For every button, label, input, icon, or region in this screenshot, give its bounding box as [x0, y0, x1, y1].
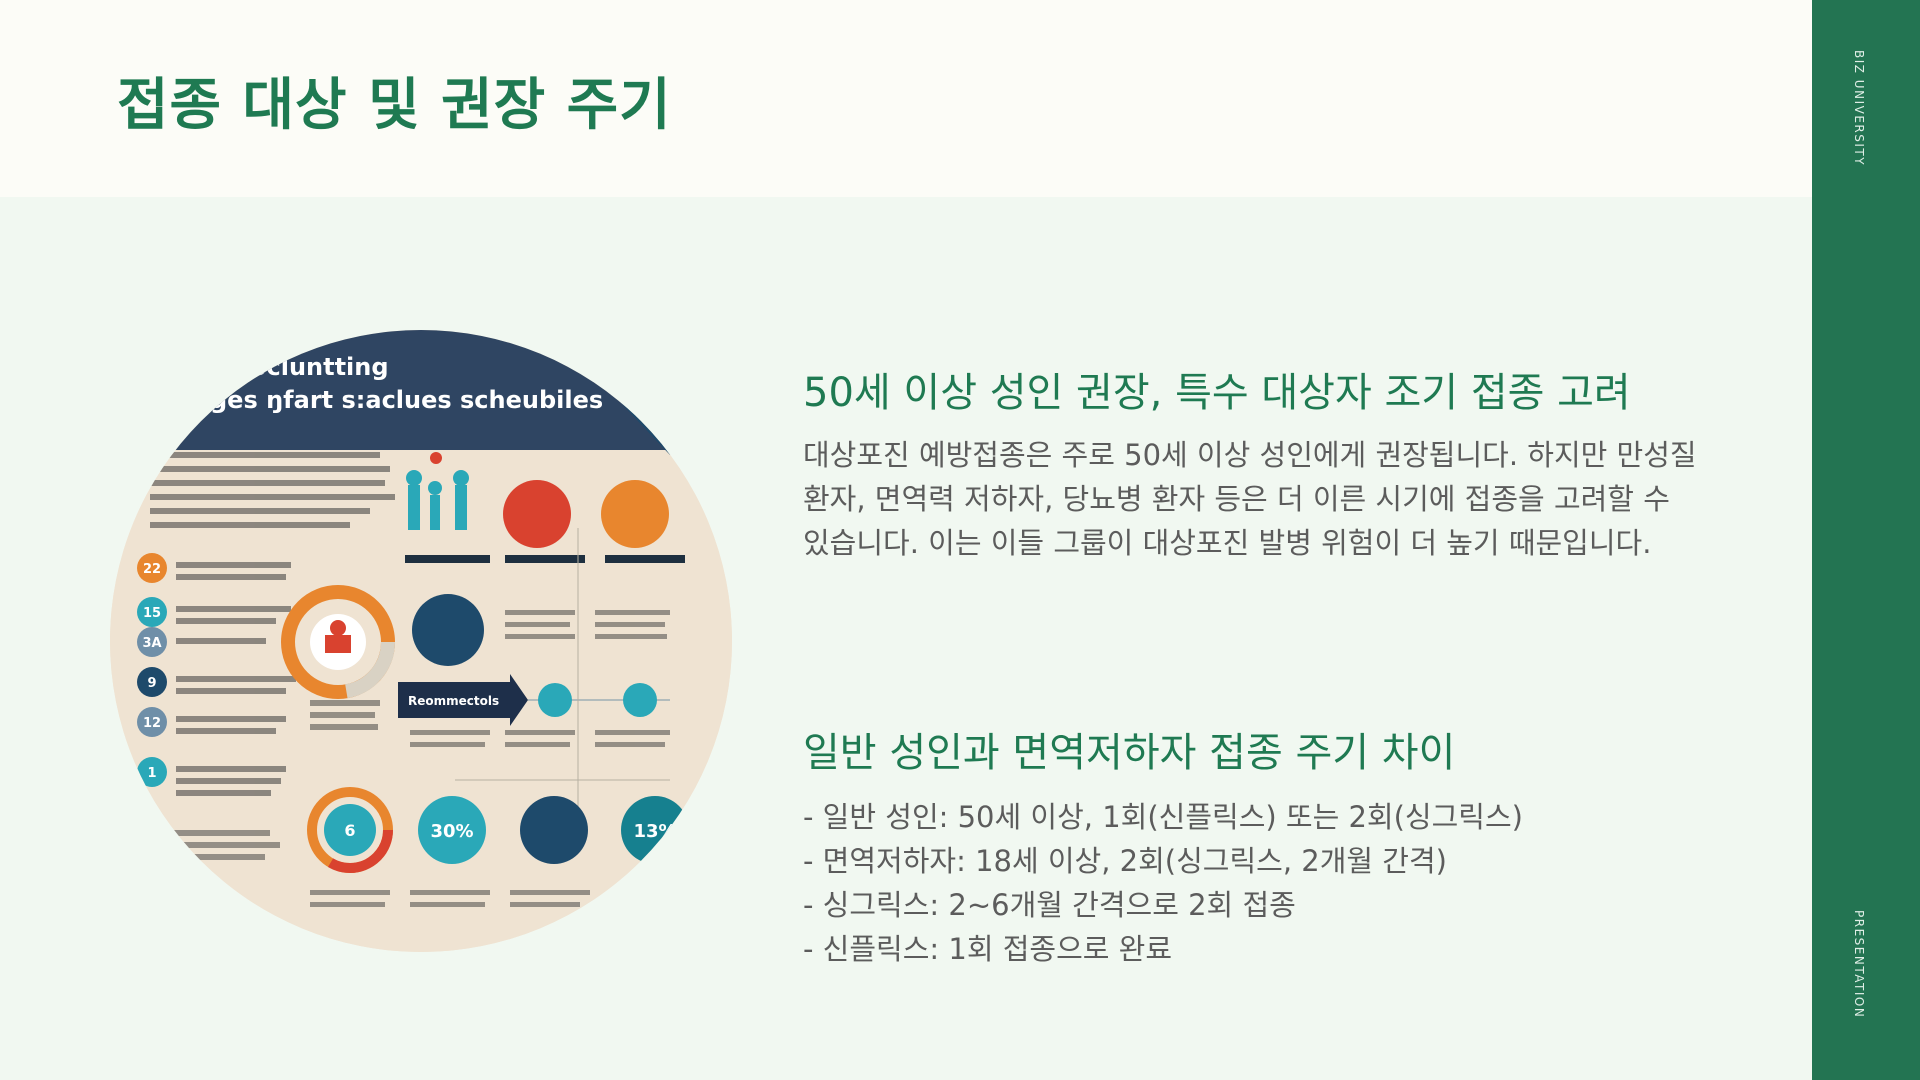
image-title-line1: ocluntting	[250, 353, 389, 381]
page-title: 접종 대상 및 권장 주기	[117, 73, 672, 138]
side-label-bottom: PRESENTATION	[1852, 910, 1866, 1019]
side-label-top: BIZ UNIVERSITY	[1852, 50, 1866, 167]
stat-6: 1	[147, 766, 156, 781]
stat-1: 22	[143, 562, 161, 577]
stat-5: 12	[143, 716, 161, 731]
stat-7: 6	[344, 821, 355, 840]
stat-4: 9	[147, 676, 156, 691]
stat-8: 30%	[430, 821, 473, 842]
list-item: - 싱그릭스: 2~6개월 간격으로 2회 접종	[803, 888, 1296, 922]
list-item: - 면역저하자: 18세 이상, 2회(싱그릭스, 2개월 간격)	[803, 844, 1447, 878]
infographic-image: ocluntting ges ŋfart s:aclues scheubiles…	[110, 330, 732, 952]
section2-title: 일반 성인과 면역저하자 접종 주기 차이	[803, 730, 1456, 776]
section1-title: 50세 이상 성인 권장, 특수 대상자 조기 접종 고려	[803, 370, 1631, 416]
image-title-line2: ges ŋfart s:aclues scheubiles	[210, 386, 603, 414]
stat-3: 3A	[142, 636, 161, 651]
section1-body: 대상포진 예방접종은 주로 50세 이상 성인에게 권장됩니다. 하지만 만성질…	[803, 438, 1697, 560]
stat-2: 15	[143, 606, 161, 621]
list-item: - 일반 성인: 50세 이상, 1회(신플릭스) 또는 2회(싱그릭스)	[803, 800, 1523, 834]
image-banner: Reommectols	[408, 694, 499, 708]
list-item: - 신플릭스: 1회 접종으로 완료	[803, 932, 1173, 966]
side-bar	[1812, 0, 1920, 1080]
schedule-list: - 일반 성인: 50세 이상, 1회(신플릭스) 또는 2회(싱그릭스) - …	[803, 795, 1723, 971]
header-bar: 접종 대상 및 권장 주기	[0, 0, 1812, 197]
stat-9: 13%	[633, 821, 676, 842]
